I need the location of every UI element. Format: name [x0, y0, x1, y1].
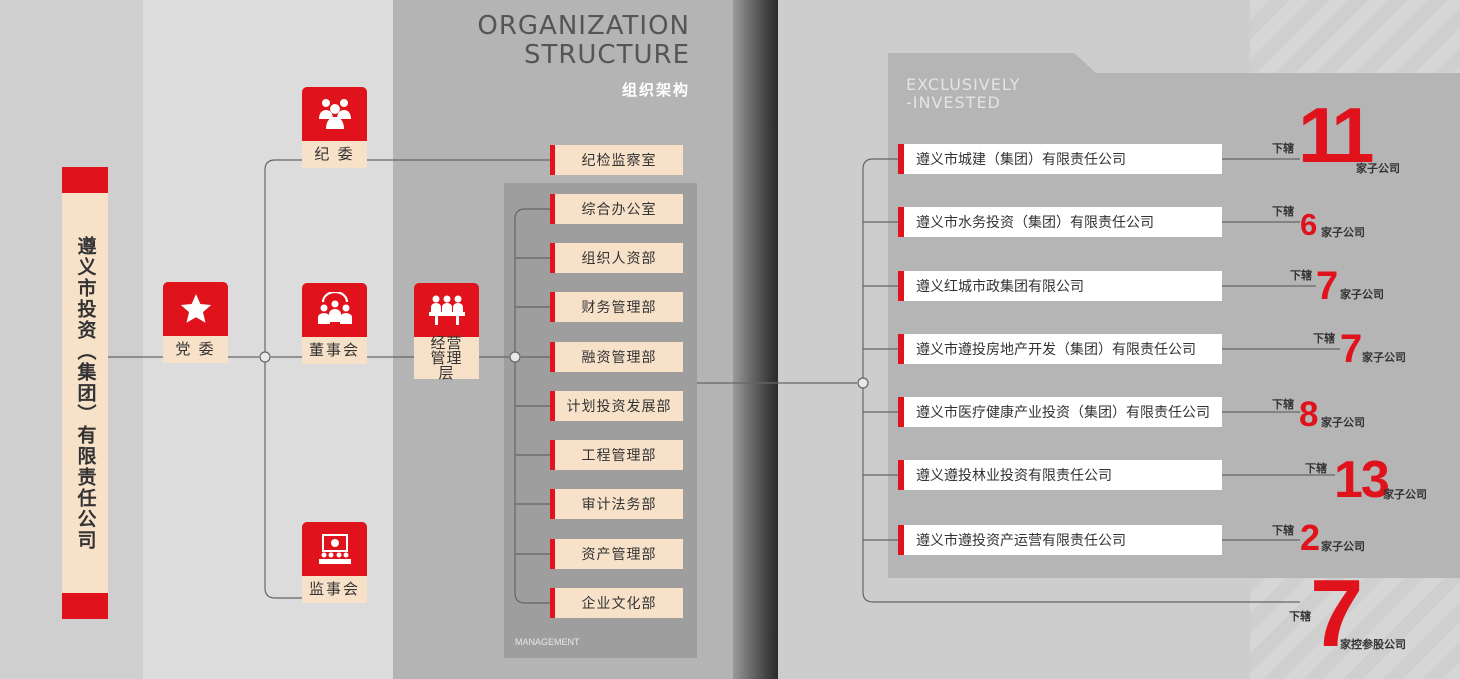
department-item: 审计法务部 [550, 489, 683, 519]
count-value: 11 [1298, 91, 1375, 179]
title-zh: 组织架构 [621, 82, 690, 99]
department-item: 企业文化部 [550, 588, 683, 618]
company-bottom-cap [62, 593, 108, 619]
node-management: 经营管理层 [414, 283, 479, 381]
count-suffix: 家子公司 [1321, 417, 1365, 429]
count-suffix: 家子公司 [1383, 489, 1427, 501]
department-item: 财务管理部 [550, 292, 683, 322]
count-suffix: 家子公司 [1340, 289, 1384, 301]
node-discipline: 纪 委 [302, 87, 367, 168]
presentation-icon [302, 522, 367, 576]
department-item: 融资管理部 [550, 342, 683, 372]
node-party: 党 委 [163, 282, 228, 363]
holdings-count: 7 [1310, 560, 1364, 667]
node-party-label: 党 委 [163, 336, 228, 363]
company-top-cap [62, 167, 108, 193]
title-en-line2: STRUCTURE [523, 40, 690, 70]
management-caption: MANAGEMENT [515, 637, 580, 647]
department-item: 资产管理部 [550, 539, 683, 569]
count-prefix: 下辖 [1272, 206, 1294, 218]
star-icon [163, 282, 228, 336]
count-prefix: 下辖 [1272, 525, 1294, 537]
board-meeting-icon [302, 283, 367, 337]
people-group-icon [302, 87, 367, 141]
exclusive-caption-line1: EXCLUSIVELY [906, 75, 1021, 94]
department-item: 计划投资发展部 [550, 391, 683, 421]
subsidiary-item: 遵义市城建（集团）有限责任公司 [898, 144, 1222, 174]
company-name: 遵义市投资（集团）有限责任公司 [74, 235, 96, 551]
node-discipline-label: 纪 委 [302, 141, 367, 168]
count-value: 6 [1300, 207, 1318, 242]
page-spine [733, 0, 778, 679]
subsidiary-item: 遵义市医疗健康产业投资（集团）有限责任公司 [898, 397, 1222, 427]
subsidiary-item: 遵义市遵投房地产开发（集团）有限责任公司 [898, 334, 1222, 364]
count-prefix: 下辖 [1290, 270, 1312, 282]
holdings-suffix: 家控参股公司 [1340, 639, 1406, 651]
count-prefix: 下辖 [1305, 463, 1327, 475]
count-suffix: 家子公司 [1356, 163, 1400, 175]
count-prefix: 下辖 [1313, 333, 1335, 345]
node-supervisory-label: 监事会 [302, 576, 367, 603]
company-box: 遵义市投资（集团）有限责任公司 [62, 167, 108, 619]
subsidiary-item: 遵义市水务投资（集团）有限责任公司 [898, 207, 1222, 237]
subsidiary-item: 遵义遵投林业投资有限责任公司 [898, 460, 1222, 490]
department-item: 综合办公室 [550, 194, 683, 224]
count-value: 7 [1340, 327, 1363, 371]
count-value: 7 [1316, 264, 1339, 308]
exclusive-caption-line2: -INVESTED [906, 93, 1001, 112]
count-value: 13 [1334, 451, 1390, 509]
meeting-table-icon [414, 283, 479, 337]
count-prefix: 下辖 [1272, 143, 1294, 155]
node-management-label: 经营管理层 [414, 336, 479, 381]
subsidiary-item: 遵义市遵投资产运营有限责任公司 [898, 525, 1222, 555]
node-board: 董事会 [302, 283, 367, 364]
count-value: 8 [1299, 395, 1319, 434]
node-supervisory: 监事会 [302, 522, 367, 603]
count-suffix: 家子公司 [1321, 541, 1365, 553]
department-item: 工程管理部 [550, 440, 683, 470]
count-suffix: 家子公司 [1362, 352, 1406, 364]
holdings-prefix: 下辖 [1289, 611, 1311, 623]
node-board-label: 董事会 [302, 337, 367, 364]
subsidiary-item: 遵义红城市政集团有限公司 [898, 271, 1222, 301]
count-suffix: 家子公司 [1321, 227, 1365, 239]
exclusive-panel [888, 53, 1460, 578]
count-value: 2 [1300, 517, 1321, 558]
count-prefix: 下辖 [1272, 399, 1294, 411]
department-item: 组织人资部 [550, 243, 683, 273]
title-en-line1: ORGANIZATION [477, 11, 690, 41]
discipline-office: 纪检监察室 [550, 145, 683, 175]
